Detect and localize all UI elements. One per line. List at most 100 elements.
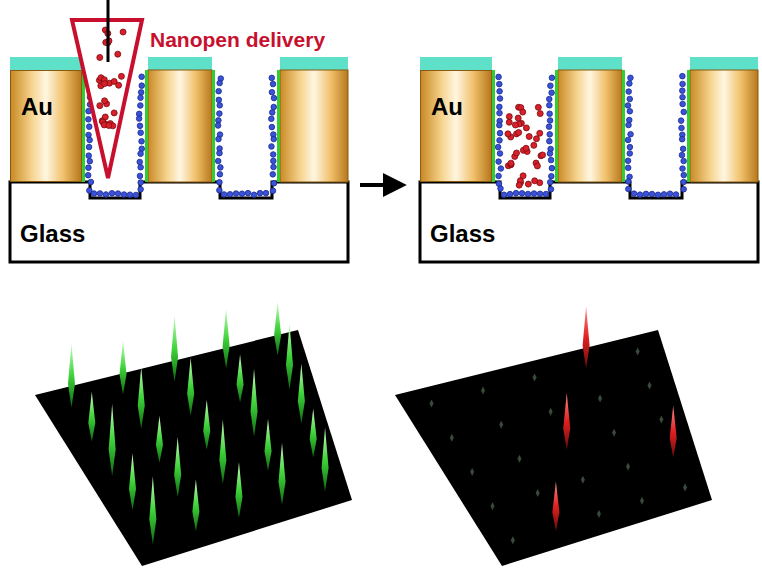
- blue-molecule: [271, 158, 277, 164]
- red-molecule: [102, 98, 108, 104]
- blue-molecule: [87, 137, 93, 143]
- blue-molecule: [627, 81, 633, 87]
- intensity-spike: [171, 316, 178, 382]
- blue-molecule: [103, 192, 109, 198]
- blue-molecule: [679, 136, 685, 142]
- fluorescence-plot: [395, 307, 712, 566]
- red-molecule: [97, 103, 103, 109]
- red-molecule: [533, 136, 539, 142]
- intensity-spike: [129, 453, 136, 510]
- red-molecule: [106, 123, 112, 129]
- blue-molecule: [269, 110, 275, 116]
- blue-molecule: [498, 186, 504, 192]
- blue-molecule: [681, 158, 687, 164]
- intensity-spike: [549, 408, 553, 416]
- intensity-spike: [235, 462, 242, 518]
- blue-molecule: [496, 159, 502, 165]
- gold-block: [690, 70, 758, 182]
- blue-molecule: [543, 191, 549, 197]
- blue-molecule: [271, 180, 277, 186]
- blue-molecule: [115, 191, 121, 197]
- red-molecule: [508, 160, 514, 166]
- blue-molecule: [628, 131, 634, 137]
- blue-molecule: [531, 191, 537, 197]
- blue-molecule: [549, 75, 555, 81]
- red-molecule: [523, 125, 529, 131]
- blue-molecule: [139, 74, 145, 80]
- intensity-spike: [536, 489, 540, 497]
- intensity-spike: [322, 428, 329, 492]
- blue-molecule: [681, 179, 687, 185]
- blue-molecule: [496, 74, 502, 80]
- gold-block: Au: [420, 70, 492, 182]
- blue-molecules: [625, 73, 686, 197]
- blue-molecule: [513, 190, 519, 196]
- red-molecule: [535, 104, 541, 110]
- blue-molecule: [525, 191, 531, 197]
- blue-molecule: [679, 88, 685, 94]
- green-layer: [492, 70, 495, 182]
- blue-molecule: [626, 122, 632, 128]
- blue-molecule: [121, 192, 127, 198]
- green-layer: [555, 70, 558, 182]
- substrate-label: Glass: [20, 220, 120, 248]
- red-molecule: [101, 81, 107, 87]
- intensity-spike: [583, 307, 590, 369]
- pen-needle: [107, 0, 110, 62]
- red-molecule: [111, 78, 117, 84]
- red-molecule: [523, 145, 529, 151]
- intensity-spike: [581, 476, 585, 484]
- blue-molecule: [133, 192, 139, 198]
- plot-plane: [35, 330, 352, 566]
- blue-molecule: [86, 144, 92, 150]
- blue-molecule: [667, 191, 673, 197]
- pen-molecules: [96, 27, 126, 129]
- glass-label-box: Glass: [14, 212, 124, 256]
- blue-molecule: [138, 95, 144, 101]
- blue-molecule: [507, 191, 513, 197]
- blue-molecule: [547, 151, 553, 157]
- blue-molecule: [270, 188, 276, 194]
- blue-molecule: [233, 191, 239, 197]
- blue-molecule: [643, 191, 649, 197]
- blue-molecule: [547, 118, 553, 124]
- red-molecule: [515, 115, 521, 121]
- sample-panel: [420, 57, 758, 262]
- red-molecule: [520, 173, 526, 179]
- intensity-spike: [156, 416, 163, 463]
- intensity-spike: [670, 406, 677, 458]
- blue-molecule: [269, 75, 275, 81]
- blue-molecule: [548, 157, 554, 163]
- blue-molecule: [239, 191, 245, 197]
- blue-molecule: [86, 165, 92, 171]
- blue-molecule: [497, 122, 503, 128]
- blue-molecule: [216, 88, 222, 94]
- blue-molecule: [221, 192, 227, 198]
- cyan-layer: [690, 57, 758, 70]
- intensity-spike: [683, 484, 687, 492]
- intensity-spike: [265, 419, 272, 471]
- plot-plane: [395, 330, 712, 566]
- green-layer: [145, 70, 148, 182]
- blue-molecule: [680, 73, 686, 79]
- blue-molecule: [680, 81, 686, 87]
- blue-molecule: [627, 108, 633, 114]
- blue-molecule: [627, 144, 633, 150]
- blue-molecule: [673, 192, 679, 198]
- intensity-spike: [109, 404, 116, 476]
- sample-panel: [10, 0, 348, 262]
- blue-molecules: [215, 75, 277, 197]
- gold-block: Au: [10, 70, 82, 182]
- intensity-spike: [647, 382, 651, 390]
- blue-molecule: [136, 116, 142, 122]
- blue-molecule: [625, 165, 631, 171]
- blue-molecule: [251, 192, 257, 198]
- blue-molecule: [218, 165, 224, 171]
- intensity-spike: [481, 387, 485, 395]
- blue-molecule: [217, 103, 223, 109]
- red-molecule: [537, 130, 543, 136]
- blue-molecule: [270, 81, 276, 87]
- red-molecule: [516, 182, 522, 188]
- blue-molecule: [271, 104, 277, 110]
- blue-molecule: [97, 191, 103, 197]
